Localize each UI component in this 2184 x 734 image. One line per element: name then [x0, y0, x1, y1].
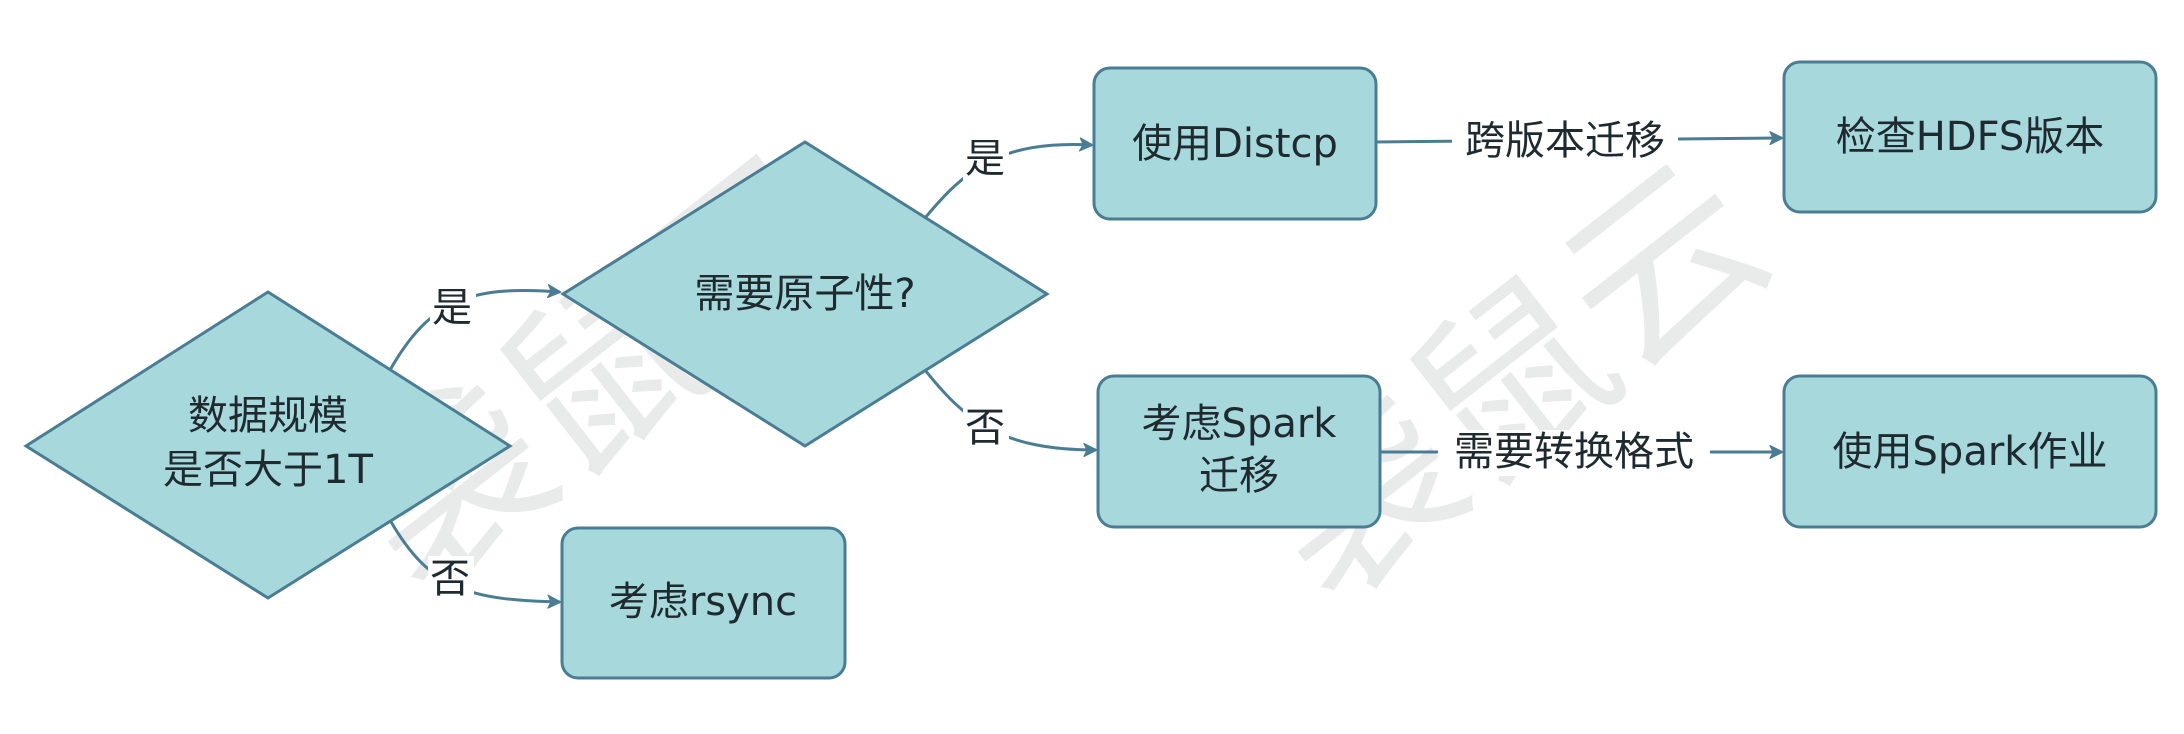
process-consider-rsync-label: 考虑rsync	[609, 579, 797, 625]
edge-label-bg-atomic-yes	[963, 136, 1009, 182]
process-use-distcp-shape	[1092, 66, 1378, 221]
nodes: 数据规模 是否大于1T 需要原子性? 考虑rsync 使用Distcp	[23, 60, 2158, 680]
process-use-distcp-label: 使用Distcp	[1132, 121, 1338, 167]
process-consider-spark-shape	[1096, 374, 1382, 529]
edge-label-bg-scale-no	[428, 556, 474, 602]
edge-label-bg-atomic-no	[963, 405, 1009, 451]
watermark: 袋鼠云 袋鼠云	[312, 110, 1807, 645]
decision-data-scale-line1: 数据规模	[188, 393, 348, 439]
process-use-spark-job-shape	[1782, 374, 2158, 529]
process-use-distcp: 使用Distcp	[1092, 66, 1378, 221]
edge-label-bg-cross-version	[1452, 119, 1678, 165]
decision-data-scale: 数据规模 是否大于1T	[23, 290, 513, 600]
process-use-spark-job-label: 使用Spark作业	[1833, 429, 2108, 475]
process-consider-spark: 考虑Spark 迁移	[1096, 374, 1382, 529]
process-consider-rsync-shape	[560, 526, 847, 680]
process-consider-spark-line1: 考虑Spark	[1142, 401, 1338, 447]
edge-label-need-convert: 需要转换格式	[1454, 429, 1694, 475]
process-check-hdfs-shape	[1782, 60, 2158, 214]
decision-need-atomicity-label: 需要原子性?	[694, 271, 915, 317]
decision-data-scale-shape	[23, 290, 513, 600]
edge-atomic-no	[923, 369, 1096, 450]
process-use-spark-job: 使用Spark作业	[1782, 374, 2158, 529]
edge-label-bg-scale-yes	[430, 285, 476, 331]
decision-need-atomicity: 需要原子性?	[560, 140, 1050, 448]
edge-labels: 是 否 是 否 跨版本迁移 需要转换格式	[428, 118, 1710, 602]
decision-need-atomicity-shape	[560, 140, 1050, 448]
process-consider-spark-line2: 迁移	[1199, 453, 1279, 499]
process-consider-rsync: 考虑rsync	[560, 526, 847, 680]
edge-label-scale-yes: 是	[432, 285, 472, 331]
edge-label-scale-no: 否	[430, 556, 470, 602]
decision-data-scale-line2: 是否大于1T	[163, 447, 373, 493]
process-check-hdfs-label: 检查HDFS版本	[1836, 114, 2105, 160]
edge-label-atomic-no: 否	[965, 405, 1005, 451]
process-check-hdfs: 检查HDFS版本	[1782, 60, 2158, 214]
edge-label-cross-version: 跨版本迁移	[1465, 118, 1665, 164]
edge-label-bg-need-convert	[1438, 430, 1710, 476]
edge-label-atomic-yes: 是	[965, 136, 1005, 182]
